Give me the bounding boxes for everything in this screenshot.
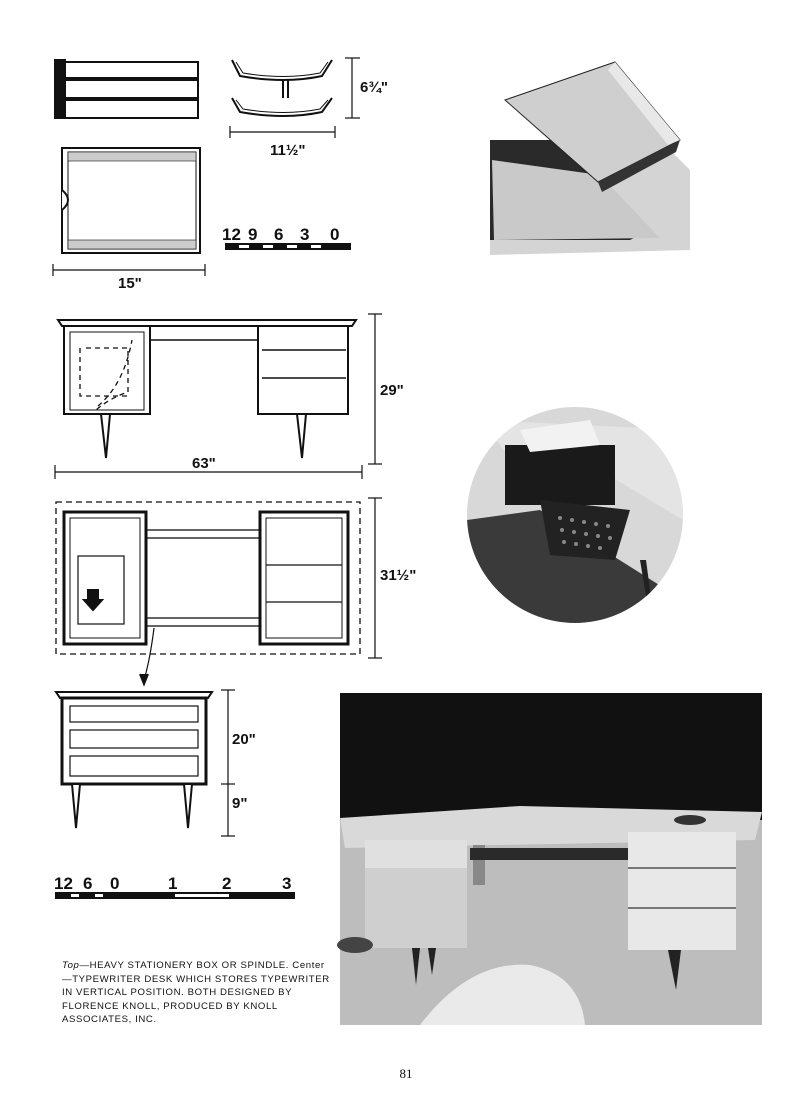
large-scale-label: 12 [54, 874, 73, 893]
page-number: 81 [399, 1066, 413, 1081]
pedestal-side-elevation [54, 689, 235, 837]
large-scale-label: 0 [110, 874, 119, 893]
large-scale-label: 3 [282, 874, 291, 893]
figure-caption: Top—HEAVY STATIONERY BOX OR SPINDLE. Cen… [62, 959, 332, 1027]
small-scale-label: 12 [222, 225, 241, 244]
stationery-box-photo [490, 61, 690, 255]
pedestal-height-label: 20" [232, 731, 256, 748]
small-scale-label: 6 [274, 225, 283, 244]
desk-front-elevation [54, 313, 382, 479]
desk-plan [55, 497, 382, 687]
tray-front-view [229, 57, 360, 138]
typewriter-photo [467, 407, 683, 623]
caption-lead: Top [62, 960, 80, 971]
desk-height-label: 29" [380, 382, 404, 399]
desk-depth-label: 31½" [380, 567, 416, 584]
tray-width-label: 11½" [270, 142, 305, 159]
small-scale-label: 0 [330, 225, 339, 244]
small-scale-label: 3 [300, 225, 309, 244]
large-scale-label: 1 [168, 874, 177, 893]
large-scale-label: 2 [222, 874, 231, 893]
stationery-box-plan [52, 147, 206, 276]
small-scale-bar [225, 243, 351, 250]
large-scale-label: 6 [83, 874, 92, 893]
box-width-label: 15" [118, 275, 142, 292]
small-scale-label: 9 [248, 225, 257, 244]
caption-text: —HEAVY STATIONERY BOX OR SPINDLE. Center… [62, 960, 330, 1025]
large-scale-bar [55, 892, 295, 899]
tray-height-label: 6¾" [360, 79, 388, 96]
leg-height-label: 9" [232, 795, 247, 812]
stationery-box-side-view [54, 59, 199, 119]
desk-photo [337, 693, 762, 1025]
desk-length-label: 63" [192, 455, 216, 472]
